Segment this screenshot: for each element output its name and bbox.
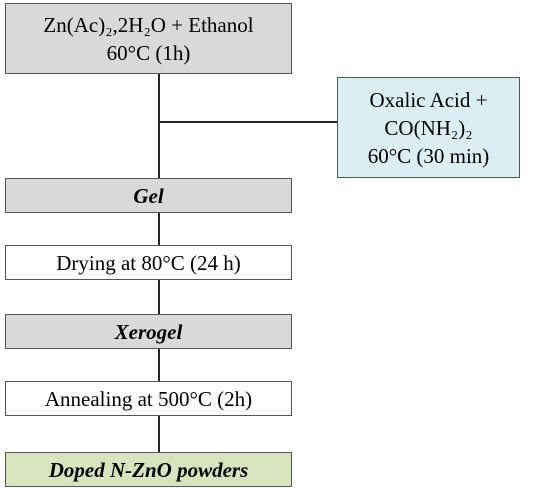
annealing-label: Annealing at 500°C (2h): [44, 386, 253, 411]
start-reagents-box: Zn(Ac)₂,2H₂O + Ethanol 60°C (1h): [5, 3, 292, 74]
xerogel-box: Xerogel: [5, 314, 292, 349]
side-reagents-line2: CO(NH₂)₂: [384, 115, 473, 140]
connector-xerogel-to-annealing: [158, 349, 160, 381]
xerogel-label: Xerogel: [114, 319, 183, 344]
start-reagents-line2: 60°C (1h): [106, 40, 191, 65]
connector-start-to-gel: [158, 74, 160, 178]
annealing-box: Annealing at 500°C (2h): [5, 381, 292, 416]
drying-label: Drying at 80°C (24 h): [56, 250, 241, 275]
connector-gel-to-drying: [158, 213, 160, 245]
gel-box: Gel: [5, 178, 292, 213]
start-reagents-line1: Zn(Ac)₂,2H₂O + Ethanol: [43, 12, 254, 37]
drying-box: Drying at 80°C (24 h): [5, 245, 292, 280]
final-product-label: Doped N-ZnO powders: [48, 457, 249, 482]
side-reagents-line3: 60°C (30 min): [367, 143, 490, 168]
gel-label: Gel: [133, 183, 164, 208]
connector-side-to-main: [158, 121, 338, 123]
final-product-box: Doped N-ZnO powders: [5, 452, 292, 487]
side-reagents-box: Oxalic Acid + CO(NH₂)₂ 60°C (30 min): [337, 77, 520, 178]
side-reagents-line1: Oxalic Acid +: [369, 87, 488, 112]
connector-drying-to-xerogel: [158, 280, 160, 314]
connector-annealing-to-final: [158, 416, 160, 452]
